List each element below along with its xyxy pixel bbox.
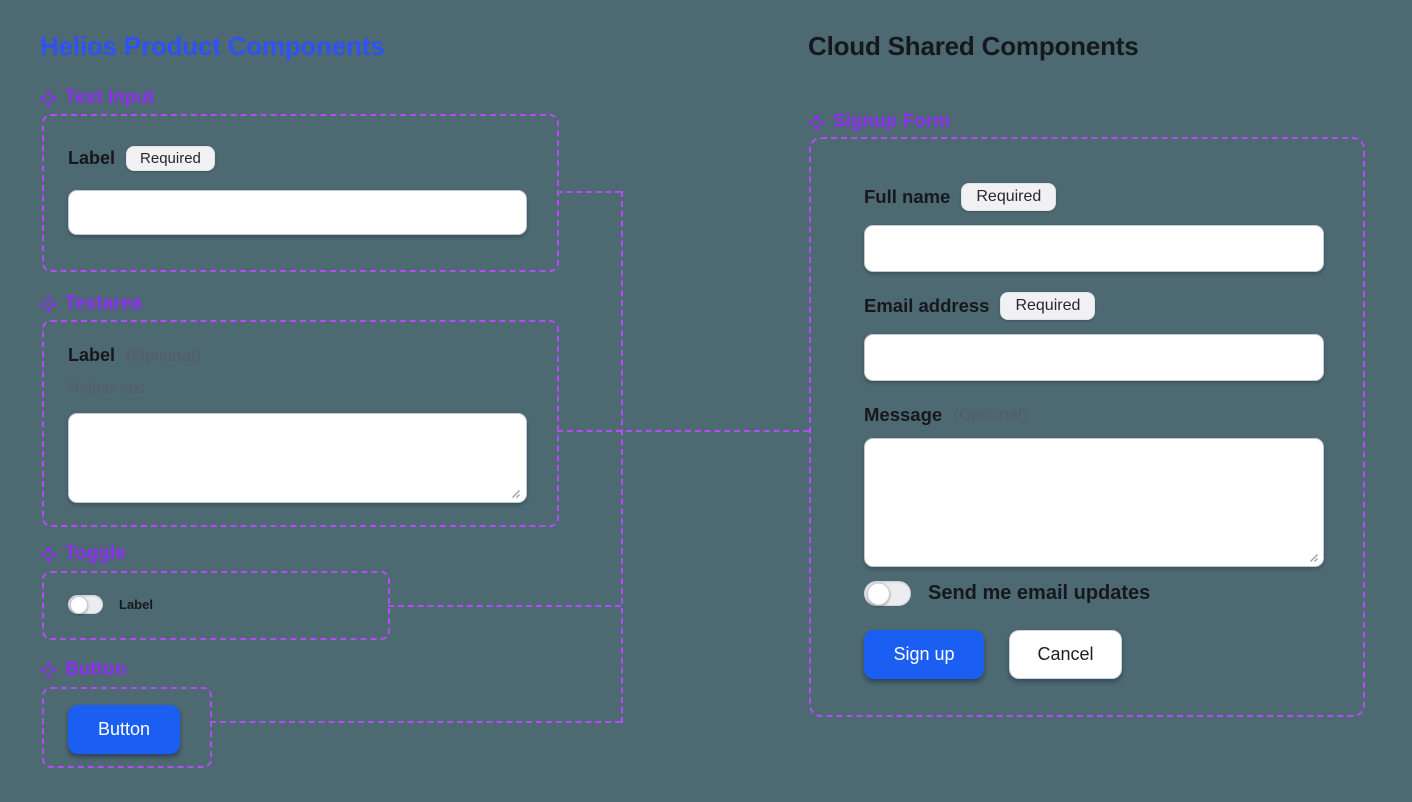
connector-toggle: [388, 605, 621, 607]
component-diamond-icon: [40, 89, 57, 107]
section-header-textarea: Textarea: [40, 293, 142, 315]
section-header-button: Button: [40, 659, 126, 681]
full-name-label-row: Full name Required: [864, 183, 1057, 211]
email-updates-label: Send me email updates: [928, 582, 1151, 604]
field-label: Label: [68, 345, 116, 365]
text-input-label-row: Label Required: [68, 146, 215, 171]
message-label-row: Message (Optional): [864, 404, 1028, 426]
section-label: Text Input: [65, 87, 155, 108]
signup-form-frame: Full name Required Email address Require…: [809, 137, 1365, 717]
required-badge: Required: [126, 146, 215, 171]
component-diamond-icon: [40, 661, 57, 679]
section-label: Signup Form: [833, 111, 951, 132]
email-updates-toggle[interactable]: [864, 581, 911, 606]
email-updates-toggle-row: Send me email updates: [864, 581, 1150, 606]
section-label: Textarea: [65, 293, 142, 314]
section-header-text-input: Text Input: [40, 87, 154, 109]
toggle-row: Label: [68, 595, 153, 614]
connector-text-input: [557, 191, 621, 193]
field-label: Message: [864, 404, 943, 425]
message-textarea[interactable]: [864, 438, 1324, 567]
full-name-input[interactable]: [864, 225, 1324, 272]
toggle-label: Label: [119, 597, 153, 612]
text-input-field[interactable]: [68, 190, 527, 235]
optional-hint: (Optional): [953, 405, 1028, 424]
field-label: Label: [68, 148, 116, 168]
text-input-component-frame: Label Required: [42, 114, 559, 272]
connector-trunk: [621, 191, 623, 723]
component-diamond-icon: [40, 295, 57, 313]
sample-button[interactable]: Button: [68, 705, 180, 754]
field-label: Email address: [864, 295, 990, 316]
field-label: Full name: [864, 186, 951, 207]
section-header-signup-form: Signup Form: [808, 111, 950, 133]
connector-textarea-to-form: [557, 430, 809, 432]
email-label-row: Email address Required: [864, 292, 1096, 320]
section-header-toggle: Toggle: [40, 543, 126, 565]
sign-up-button[interactable]: Sign up: [864, 630, 984, 679]
component-diamond-icon: [808, 113, 825, 131]
textarea-field[interactable]: [68, 413, 527, 503]
button-component-frame: Button: [42, 687, 212, 768]
required-badge: Required: [961, 183, 1057, 211]
cancel-button[interactable]: Cancel: [1009, 630, 1122, 679]
section-label: Button: [65, 659, 127, 680]
optional-hint: (Optional): [126, 345, 201, 365]
email-input[interactable]: [864, 334, 1324, 381]
toggle-switch[interactable]: [68, 595, 103, 614]
left-panel-title: Helios Product Components: [40, 31, 385, 61]
right-panel-title: Cloud Shared Components: [808, 31, 1139, 61]
helper-text: Helper text: [68, 380, 146, 397]
textarea-label-row: Label (Optional): [68, 345, 201, 366]
connector-button: [210, 721, 621, 723]
section-label: Toggle: [65, 543, 126, 564]
textarea-component-frame: Label (Optional) Helper text: [42, 320, 559, 527]
component-diamond-icon: [40, 545, 57, 563]
toggle-component-frame: Label: [42, 571, 390, 640]
required-badge: Required: [1000, 292, 1096, 320]
